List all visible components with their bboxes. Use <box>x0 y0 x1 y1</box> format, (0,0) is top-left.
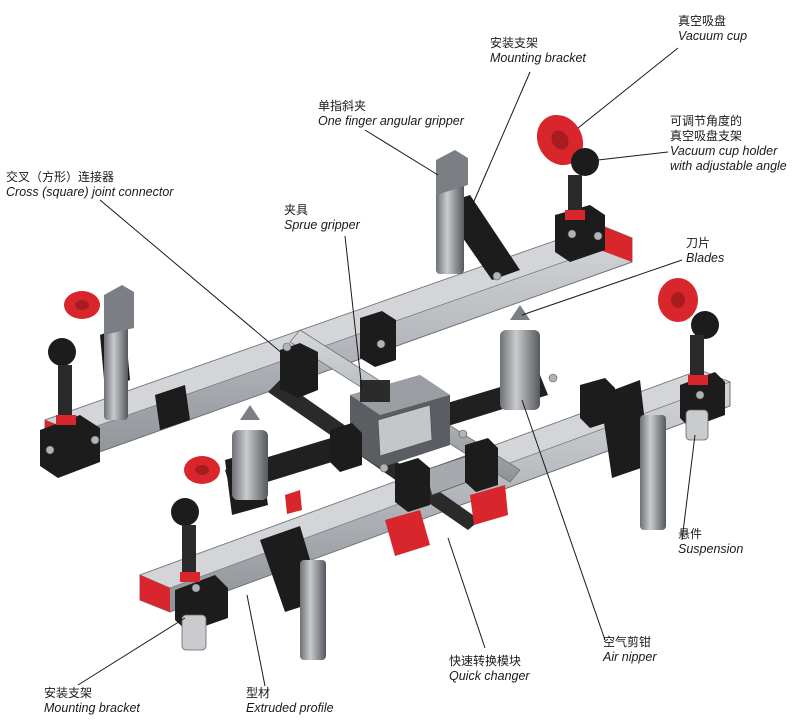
cylinders <box>104 150 709 660</box>
label-vacuum-cup: 真空吸盘 Vacuum cup <box>678 14 747 44</box>
label-air-nipper-zh: 空气剪钳 <box>603 635 652 649</box>
label-cross-connector-en: Cross (square) joint connector <box>6 185 174 199</box>
label-extruded-profile-zh: 型材 <box>246 686 271 700</box>
label-air-nipper: 空气剪钳 Air nipper <box>603 635 657 665</box>
label-vacuum-cup-zh: 真空吸盘 <box>678 14 727 28</box>
label-suspension-en: Suspension <box>678 542 744 556</box>
label-suspension: 悬件 Suspension <box>678 527 743 557</box>
label-mounting-bracket-bottom: 安装支架 Mounting bracket <box>44 686 140 716</box>
label-suspension-zh: 悬件 <box>678 527 703 541</box>
label-cup-holder: 可调节角度的 真空吸盘支架 Vacuum cup holder with adj… <box>670 114 787 174</box>
label-blades-en: Blades <box>686 251 725 265</box>
label-quick-changer: 快速转换模块 Quick changer <box>449 654 530 684</box>
label-angular-gripper-en: One finger angular gripper <box>318 114 464 128</box>
leader-lines <box>77 47 696 687</box>
quick-changer-block <box>350 375 479 496</box>
label-mounting-bracket-bottom-zh: 安装支架 <box>44 686 93 700</box>
label-quick-changer-zh: 快速转换模块 <box>449 654 522 668</box>
label-blades-zh: 刀片 <box>686 236 711 250</box>
label-blades: 刀片 Blades <box>686 236 724 266</box>
screws <box>45 229 705 593</box>
label-sprue-gripper-zh: 夹具 <box>284 203 309 217</box>
label-angular-gripper-zh: 单指斜夹 <box>318 99 367 113</box>
label-cross-connector-zh: 交叉（方形）连接器 <box>6 170 115 184</box>
label-vacuum-cup-en: Vacuum cup <box>678 29 748 43</box>
label-extruded-profile: 型材 Extruded profile <box>246 686 334 716</box>
label-mounting-bracket-top-en: Mounting bracket <box>490 51 586 65</box>
label-quick-changer-en: Quick changer <box>449 669 530 683</box>
label-cup-holder-en2: with adjustable angle <box>670 159 787 173</box>
label-sprue-gripper: 夹具 Sprue gripper <box>284 203 360 233</box>
label-extruded-profile-en: Extruded profile <box>246 701 334 715</box>
label-mounting-bracket-bottom-en: Mounting bracket <box>44 701 140 715</box>
label-cross-connector: 交叉（方形）连接器 Cross (square) joint connector <box>6 170 173 200</box>
label-cup-holder-zh2: 真空吸盘支架 <box>670 129 743 143</box>
label-air-nipper-en: Air nipper <box>603 650 657 664</box>
label-sprue-gripper-en: Sprue gripper <box>284 218 360 232</box>
label-mounting-bracket-top: 安装支架 Mounting bracket <box>490 36 586 66</box>
label-cup-holder-en1: Vacuum cup holder <box>670 144 778 158</box>
label-mounting-bracket-top-zh: 安装支架 <box>490 36 539 50</box>
vacuum-cups <box>48 114 719 582</box>
label-angular-gripper: 单指斜夹 One finger angular gripper <box>318 99 464 129</box>
label-cup-holder-zh1: 可调节角度的 <box>670 114 743 128</box>
